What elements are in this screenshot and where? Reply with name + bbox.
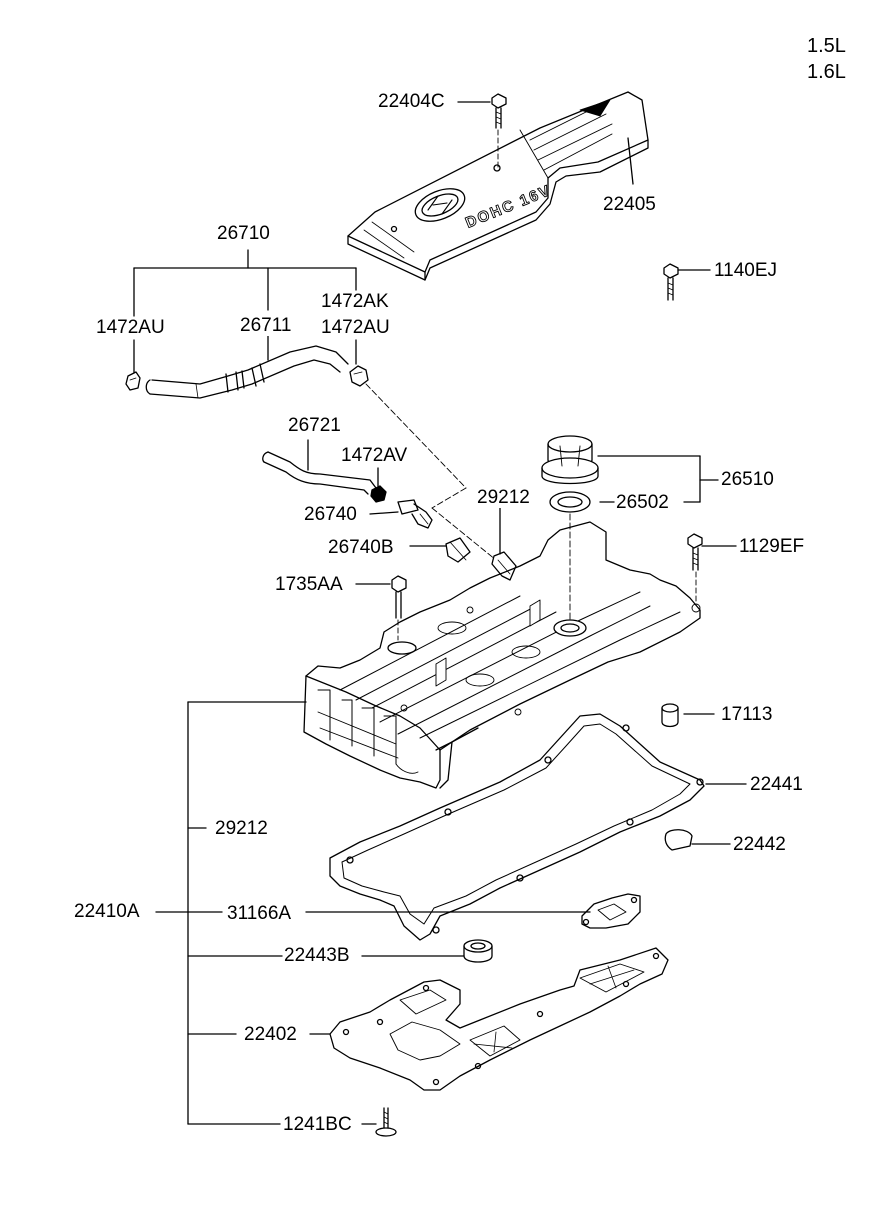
part-label-1472AU-left: 1472AU [95,317,166,338]
part-label-29212-lower: 29212 [214,818,269,839]
part-label-1241BC: 1241BC [282,1114,353,1135]
bolt-1140EJ [663,263,679,301]
part-label-26740: 26740 [303,504,358,525]
baffle-plate-22402 [329,947,669,1091]
part-label-29212-top: 29212 [476,487,531,508]
part-label-26740B: 26740B [327,537,395,558]
bushing-17113 [661,703,679,728]
part-label-22402: 22402 [243,1024,298,1045]
part-label-1129EF: 1129EF [738,536,806,557]
leader-22405 [627,137,634,185]
part-label-1735AA: 1735AA [274,574,344,595]
hose-26721 [262,451,377,495]
hose-26711 [145,345,349,399]
clamp-1472AU-left [125,371,141,391]
clamp-1472AV [370,485,387,503]
bracket-22410A [155,701,307,1125]
cap-seal-26502 [549,491,591,513]
part-label-1472AK: 1472AK [320,291,390,312]
part-label-26721: 26721 [287,415,342,436]
clamp-1472AK [349,365,369,387]
bolt-1735AA [391,575,407,641]
bolt-1129EF [687,533,703,605]
part-label-22441: 22441 [749,774,804,795]
part-label-26710: 26710 [216,223,271,244]
cylinder-head-cover-22410A [303,521,701,789]
bolt-22404C [491,93,507,169]
leader-26740 [369,511,399,515]
gasket-22441 [329,713,705,941]
part-label-26502: 26502 [615,492,670,513]
part-label-26510: 26510 [720,469,775,490]
part-label-1472AV: 1472AV [340,445,409,466]
part-label-22410A: 22410A [73,901,141,922]
half-moon-seal-22442 [664,829,693,851]
engine-size-2: 1.6L [807,61,846,83]
part-label-22443B: 22443B [283,945,351,966]
bracket-26710 [133,249,357,375]
oil-filler-cap-26510 [541,435,599,485]
engine-size-1: 1.5L [807,35,846,57]
assembly-line-hose [365,383,467,489]
screw-1241BC [375,1107,397,1137]
seal-22443B [463,939,493,963]
part-label-22404C: 22404C [377,91,446,112]
part-label-1472AU-right: 1472AU [320,317,391,338]
part-label-22442: 22442 [732,834,787,855]
plate-31166A [581,893,641,929]
part-label-17113: 17113 [720,704,774,725]
part-label-26711: 26711 [239,315,293,336]
pcv-valve-26740 [397,499,433,529]
grommet-26740B [445,537,471,563]
engine-cover-22405 [347,91,649,281]
part-label-22405: 22405 [602,194,657,215]
fitting-29212 [491,551,517,581]
bracket-26510 [597,455,719,503]
part-label-31166A: 31166A [226,903,293,924]
part-label-1140EJ: 1140EJ [713,260,779,281]
